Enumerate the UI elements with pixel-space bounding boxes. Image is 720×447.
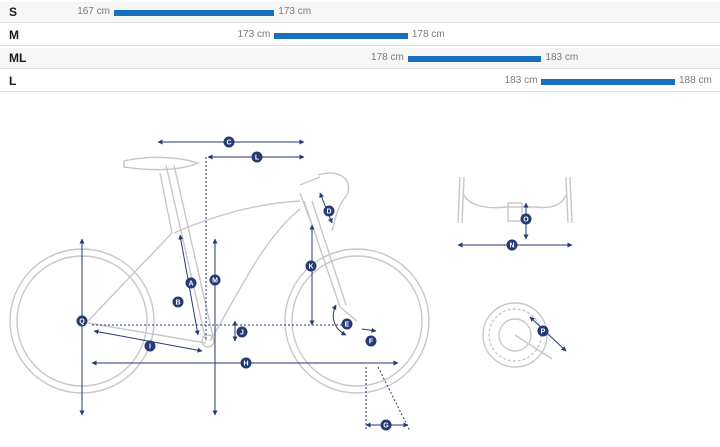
front-wheel bbox=[284, 248, 430, 394]
size-name: S bbox=[9, 5, 18, 19]
front-wheel-inner bbox=[291, 255, 423, 387]
badge-Q: Q bbox=[76, 315, 88, 327]
size-max-height: 183 cm bbox=[545, 52, 579, 63]
size-name: L bbox=[9, 74, 17, 88]
handlebar bbox=[317, 172, 350, 232]
size-range-bar bbox=[541, 79, 675, 85]
badge-E: E bbox=[341, 318, 353, 330]
bottom-bracket bbox=[201, 334, 215, 348]
svg-text:C: C bbox=[226, 140, 231, 147]
head-tube bbox=[299, 192, 313, 226]
badge-I: I bbox=[144, 340, 156, 352]
frame-seat-stay bbox=[87, 232, 173, 322]
svg-text:Q: Q bbox=[79, 319, 85, 326]
svg-text:M: M bbox=[212, 278, 218, 285]
badge-O: O bbox=[520, 213, 532, 225]
stem bbox=[299, 176, 321, 186]
frame-top-tube bbox=[173, 200, 301, 234]
size-max-height: 188 cm bbox=[679, 75, 712, 86]
size-range-bar bbox=[114, 10, 275, 16]
size-min-height: 178 cm bbox=[371, 52, 404, 63]
badge-F: F bbox=[365, 335, 377, 347]
badge-M: M bbox=[209, 274, 221, 286]
size-row-m: M 173 cm 178 cm bbox=[0, 25, 720, 46]
svg-text:O: O bbox=[523, 217, 529, 224]
badge-K: K bbox=[305, 260, 317, 272]
size-min-height: 167 cm bbox=[77, 6, 110, 17]
badge-H: H bbox=[240, 357, 252, 369]
size-max-height: 173 cm bbox=[278, 6, 312, 17]
fork-2 bbox=[311, 200, 347, 306]
bike-outline bbox=[9, 156, 430, 394]
frame-seat-tube bbox=[165, 164, 207, 342]
badge-G: G bbox=[380, 419, 392, 431]
svg-text:I: I bbox=[149, 344, 151, 351]
badge-D: D bbox=[323, 205, 335, 217]
svg-text:B: B bbox=[175, 300, 180, 307]
size-row-s: S 167 cm 173 cm bbox=[0, 2, 720, 23]
size-row-l: L 183 cm 188 cm bbox=[0, 71, 720, 92]
frame-down-tube bbox=[209, 208, 301, 342]
svg-text:A: A bbox=[188, 281, 193, 288]
svg-text:D: D bbox=[326, 209, 331, 216]
measurement-lines bbox=[79, 139, 573, 432]
saddle bbox=[123, 156, 200, 171]
size-max-height: 178 cm bbox=[411, 29, 445, 40]
svg-text:F: F bbox=[369, 339, 374, 346]
svg-text:P: P bbox=[541, 329, 546, 336]
badge-N: N bbox=[506, 239, 518, 251]
size-min-height: 173 cm bbox=[237, 29, 271, 40]
size-name: ML bbox=[9, 51, 27, 65]
svg-text:K: K bbox=[308, 264, 313, 271]
size-min-height: 183 cm bbox=[504, 75, 538, 86]
badge-C: C bbox=[223, 136, 235, 148]
size-range-bar bbox=[274, 33, 408, 39]
seatpost bbox=[159, 172, 173, 234]
svg-text:H: H bbox=[243, 361, 248, 368]
badge-A: A bbox=[185, 277, 197, 289]
svg-text:E: E bbox=[345, 322, 350, 329]
size-row-ml: ML 178 cm 183 cm bbox=[0, 48, 720, 69]
svg-text:L: L bbox=[255, 155, 260, 162]
badge-P: P bbox=[537, 325, 549, 337]
handlebar-view bbox=[457, 176, 573, 224]
svg-text:N: N bbox=[509, 243, 514, 250]
badge-J: J bbox=[236, 326, 248, 338]
size-range-bar bbox=[407, 56, 542, 62]
svg-text:J: J bbox=[240, 330, 244, 337]
size-name: M bbox=[9, 28, 19, 42]
bike-geometry-diagram: C L D K A M B Q E J F I H G O N P bbox=[9, 136, 573, 432]
svg-text:G: G bbox=[383, 423, 389, 430]
badge-B: B bbox=[172, 296, 184, 308]
badge-L: L bbox=[251, 151, 263, 163]
